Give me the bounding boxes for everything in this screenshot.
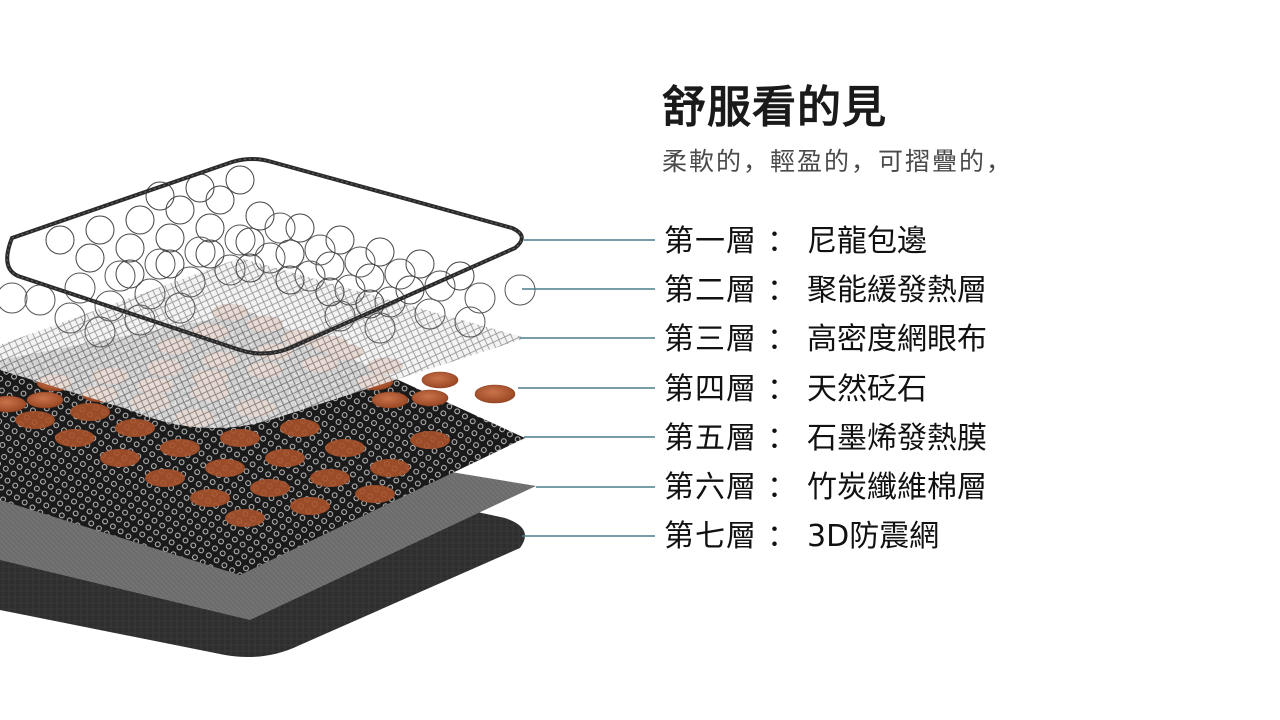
leader-lines bbox=[518, 239, 655, 537]
layer-number: 第三層 bbox=[664, 322, 757, 358]
layer-name: 天然砭石 bbox=[807, 371, 927, 407]
layer-separator: ： bbox=[767, 469, 797, 505]
page-title: 舒服看的見 bbox=[662, 82, 887, 133]
layer-separator: ： bbox=[767, 420, 797, 456]
layer-3-mesh-fabric bbox=[0, 258, 526, 428]
layer-name: 竹炭纖維棉層 bbox=[807, 469, 987, 505]
layer-separator: ： bbox=[767, 322, 797, 358]
layer-name: 聚能緩發熱層 bbox=[807, 273, 987, 309]
layer-list: 第一層：尼龍包邊 第二層：聚能緩發熱層 第三層：高密度網眼布 第四層：天然砭石 … bbox=[664, 220, 987, 564]
layer-label-5: 第五層 ： 石墨烯發熱膜 bbox=[664, 417, 987, 466]
layer-number: 第五層 bbox=[664, 420, 757, 456]
layer-name: 3D防震網 bbox=[807, 519, 940, 555]
page-subtitle: 柔軟的，輕盈的，可摺疊的， bbox=[662, 147, 1014, 176]
layer-label-1: 第一層 ： 尼龍包邊 bbox=[664, 220, 987, 269]
layer-number: 第二層 bbox=[664, 273, 757, 309]
layer-number: 第六層 bbox=[664, 469, 757, 505]
layer-separator: ： bbox=[767, 519, 797, 555]
layer-name: 尼龍包邊 bbox=[807, 224, 927, 259]
layer-label-6: 第六層 ： 竹炭纖維棉層 bbox=[664, 466, 987, 515]
layer-number: 第一層 bbox=[664, 224, 757, 259]
layer-2-ring-layer bbox=[0, 212, 536, 348]
layer-label-2: 第二層 ： 聚能緩發熱層 bbox=[664, 269, 987, 318]
layer-1-nylon-edge bbox=[5, 157, 524, 356]
layer-separator: ： bbox=[767, 224, 797, 259]
layer-name: 高密度網眼布 bbox=[807, 322, 987, 358]
layer-number: 第四層 bbox=[664, 371, 757, 407]
layer-separator: ： bbox=[767, 273, 797, 309]
layer-number: 第七層 bbox=[664, 519, 757, 555]
layer-label-4: 第四層 ： 天然砭石 bbox=[664, 368, 987, 417]
layer-label-7: 第七層 ： 3D防震網 bbox=[664, 515, 987, 564]
layer-label-3: 第三層 ： 高密度網眼布 bbox=[664, 318, 987, 367]
layer-separator: ： bbox=[767, 371, 797, 407]
layer-name: 石墨烯發熱膜 bbox=[807, 420, 987, 456]
